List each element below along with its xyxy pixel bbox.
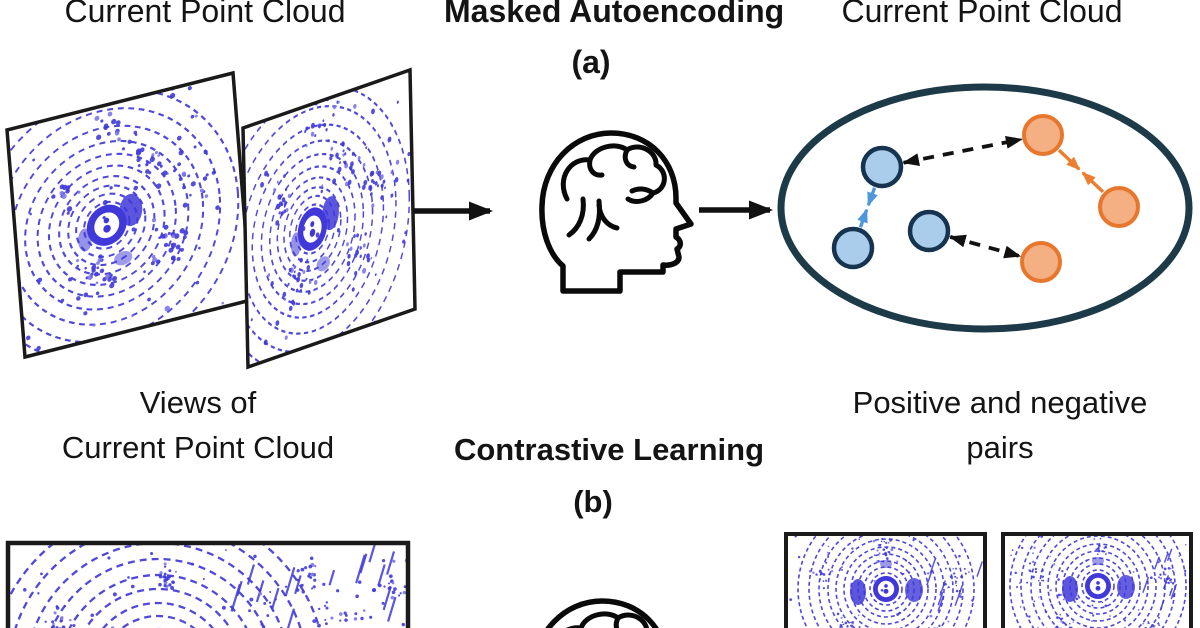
blue-embedding-node [831,226,875,270]
orange-embedding-node [1020,241,1062,283]
title-masked-autoencoding: Masked Autoencoding [444,0,785,29]
point-cloud-panel-b-right-1 [784,532,987,628]
point-cloud-view-1 [5,70,253,360]
subfigure-tag-b: (b) [573,484,613,519]
point-cloud-panel-b-right-2 [1001,532,1193,628]
label-views-of-current-point-cloud: Views of Current Point Cloud [46,380,350,470]
label-current-point-cloud-a-right: Current Point Cloud [841,0,1123,29]
brain-encoder-icon [542,133,691,291]
subfigure-tag-a: (a) [571,44,611,80]
label-line-1: Views of [139,385,257,420]
point-cloud-view-2 [241,67,417,370]
blue-embedding-node [907,209,951,253]
label-line-2: pairs [966,430,1034,465]
label-current-point-cloud-a: Current Point Cloud [64,0,346,29]
orange-embedding-node [1098,186,1140,228]
blue-embedding-node [860,145,904,189]
label-line-2: Current Point Cloud [61,430,335,465]
title-contrastive-learning: Contrastive Learning [453,432,765,467]
label-line-1: Positive and negative [852,385,1148,420]
positive-negative-pairs [831,114,1140,283]
label-positive-negative-pairs: Positive and negative pairs [848,380,1152,470]
point-cloud-panel-b-left [5,540,411,628]
orange-embedding-node [1022,114,1064,156]
brain-encoder-icon-b [533,601,682,628]
